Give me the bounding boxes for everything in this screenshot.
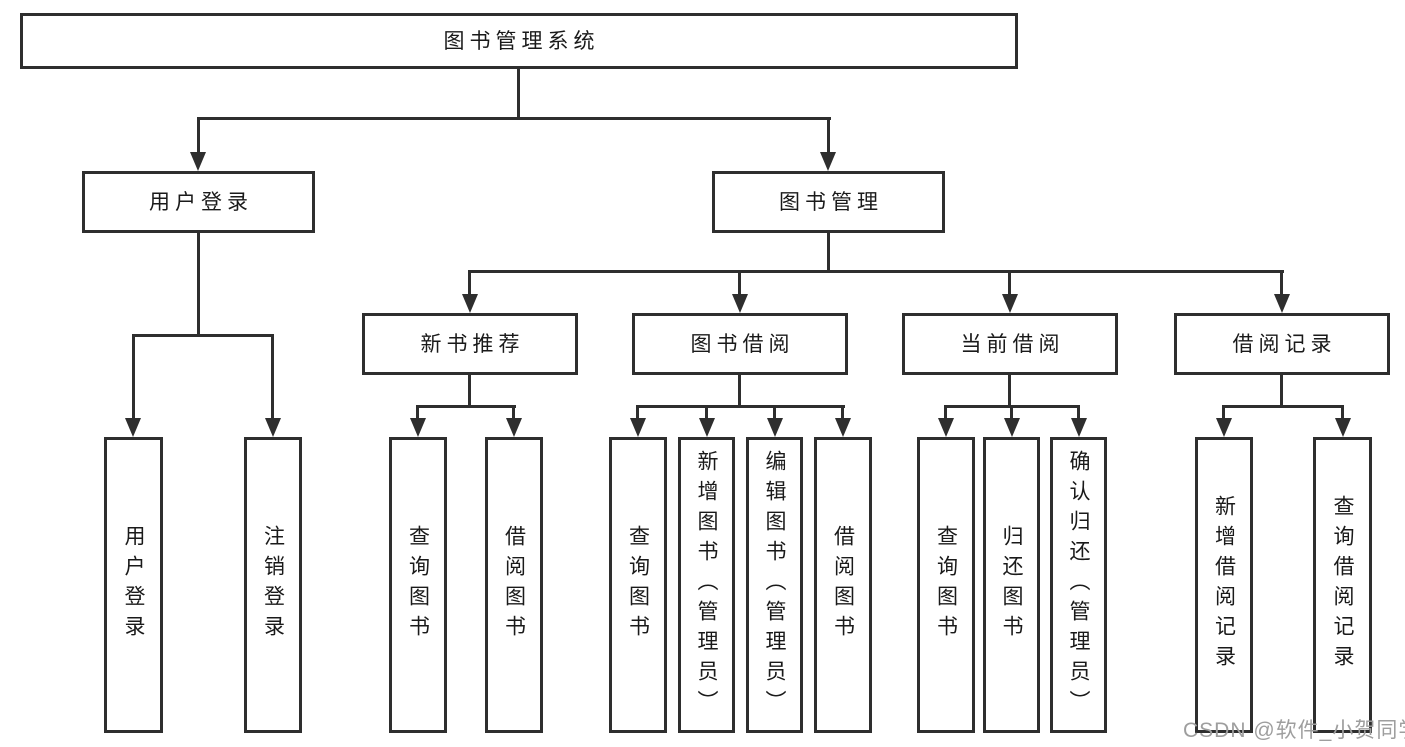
leaf-nbr-borrow-books: 借阅图书 bbox=[485, 437, 543, 733]
connector-nbr-stem bbox=[468, 373, 471, 408]
connector-arrow-shaft-cb-confirm bbox=[1077, 405, 1080, 421]
node-book-borrowing: 图书借阅 bbox=[632, 313, 848, 375]
connector-arrow-shaft-book-borrowing bbox=[738, 270, 741, 296]
connector-arrow-shaft-bb-borrow bbox=[841, 405, 844, 421]
connector-arrow-shaft-bb-add bbox=[705, 405, 708, 421]
leaf-br-query-record: 查询借阅记录 bbox=[1313, 437, 1372, 733]
connector-br-stem bbox=[1280, 373, 1283, 408]
connector-arrow-shaft-logout bbox=[271, 334, 274, 420]
leaf-bb-add-books-admin: 新增图书（管理员） bbox=[678, 437, 735, 733]
arrow-down-icon bbox=[938, 418, 954, 437]
connector-book-mgmt-stem bbox=[827, 231, 830, 272]
arrow-down-icon bbox=[767, 418, 783, 437]
node-current-borrowing: 当前借阅 bbox=[902, 313, 1118, 375]
arrow-down-icon bbox=[462, 294, 478, 313]
connector-arrow-shaft-bb-edit bbox=[773, 405, 776, 421]
leaf-br-add-record: 新增借阅记录 bbox=[1195, 437, 1253, 733]
leaf-user-login: 用户登录 bbox=[104, 437, 163, 733]
leaf-bb-query-books: 查询图书 bbox=[609, 437, 667, 733]
arrow-down-icon bbox=[630, 418, 646, 437]
connector-nbr-hline bbox=[416, 405, 516, 408]
arrow-down-icon bbox=[1216, 418, 1232, 437]
arrow-down-icon bbox=[125, 418, 141, 437]
leaf-logout: 注销登录 bbox=[244, 437, 302, 733]
arrow-down-icon bbox=[732, 294, 748, 313]
arrow-down-icon bbox=[1071, 418, 1087, 437]
connector-user-group-stem bbox=[197, 231, 200, 337]
connector-root-stem bbox=[517, 67, 520, 119]
connector-arrow-shaft-nbr-query bbox=[416, 405, 419, 421]
node-library-management-system: 图书管理系统 bbox=[20, 13, 1018, 69]
connector-arrow-shaft-user-login-group bbox=[197, 117, 200, 155]
arrow-down-icon bbox=[820, 152, 836, 171]
connector-arrow-shaft-br-add bbox=[1222, 405, 1225, 421]
connector-arrow-shaft-borrow-records bbox=[1280, 270, 1283, 296]
arrow-down-icon bbox=[265, 418, 281, 437]
leaf-bb-borrow-books: 借阅图书 bbox=[814, 437, 872, 733]
connector-arrow-shaft-bb-query bbox=[636, 405, 639, 421]
arrow-down-icon bbox=[699, 418, 715, 437]
node-book-management: 图书管理 bbox=[712, 171, 945, 233]
arrow-down-icon bbox=[1002, 294, 1018, 313]
arrow-down-icon bbox=[1274, 294, 1290, 313]
arrow-down-icon bbox=[506, 418, 522, 437]
arrow-down-icon bbox=[835, 418, 851, 437]
connector-book-mgmt-hline bbox=[468, 270, 1284, 273]
leaf-nbr-query-books: 查询图书 bbox=[389, 437, 447, 733]
connector-arrow-shaft-user-login bbox=[132, 334, 135, 420]
connector-arrow-shaft-br-query bbox=[1341, 405, 1344, 421]
connector-cb-stem bbox=[1008, 373, 1011, 408]
connector-br-hline bbox=[1222, 405, 1344, 408]
connector-arrow-shaft-nbr-borrow bbox=[512, 405, 515, 421]
connector-bb-stem bbox=[738, 373, 741, 408]
leaf-cb-return-books: 归还图书 bbox=[983, 437, 1040, 733]
node-borrow-records: 借阅记录 bbox=[1174, 313, 1390, 375]
connector-root-hline bbox=[197, 117, 831, 120]
watermark-csdn: CSDN @软件_小贺同学 bbox=[1183, 719, 1405, 742]
connector-arrow-shaft-cb-query bbox=[944, 405, 947, 421]
leaf-cb-confirm-return-admin: 确认归还（管理员） bbox=[1050, 437, 1107, 733]
arrow-down-icon bbox=[190, 152, 206, 171]
connector-arrow-shaft-new-book-recommend bbox=[468, 270, 471, 296]
node-new-book-recommend: 新书推荐 bbox=[362, 313, 578, 375]
connector-arrow-shaft-cb-return bbox=[1010, 405, 1013, 421]
node-user-login-group: 用户登录 bbox=[82, 171, 315, 233]
arrow-down-icon bbox=[1004, 418, 1020, 437]
connector-user-group-hline bbox=[132, 334, 274, 337]
connector-arrow-shaft-current-borrowing bbox=[1008, 270, 1011, 296]
leaf-cb-query-books: 查询图书 bbox=[917, 437, 975, 733]
arrow-down-icon bbox=[410, 418, 426, 437]
connector-arrow-shaft-book-management bbox=[827, 117, 830, 155]
leaf-bb-edit-books-admin: 编辑图书（管理员） bbox=[746, 437, 803, 733]
arrow-down-icon bbox=[1335, 418, 1351, 437]
connector-bb-hline bbox=[636, 405, 845, 408]
